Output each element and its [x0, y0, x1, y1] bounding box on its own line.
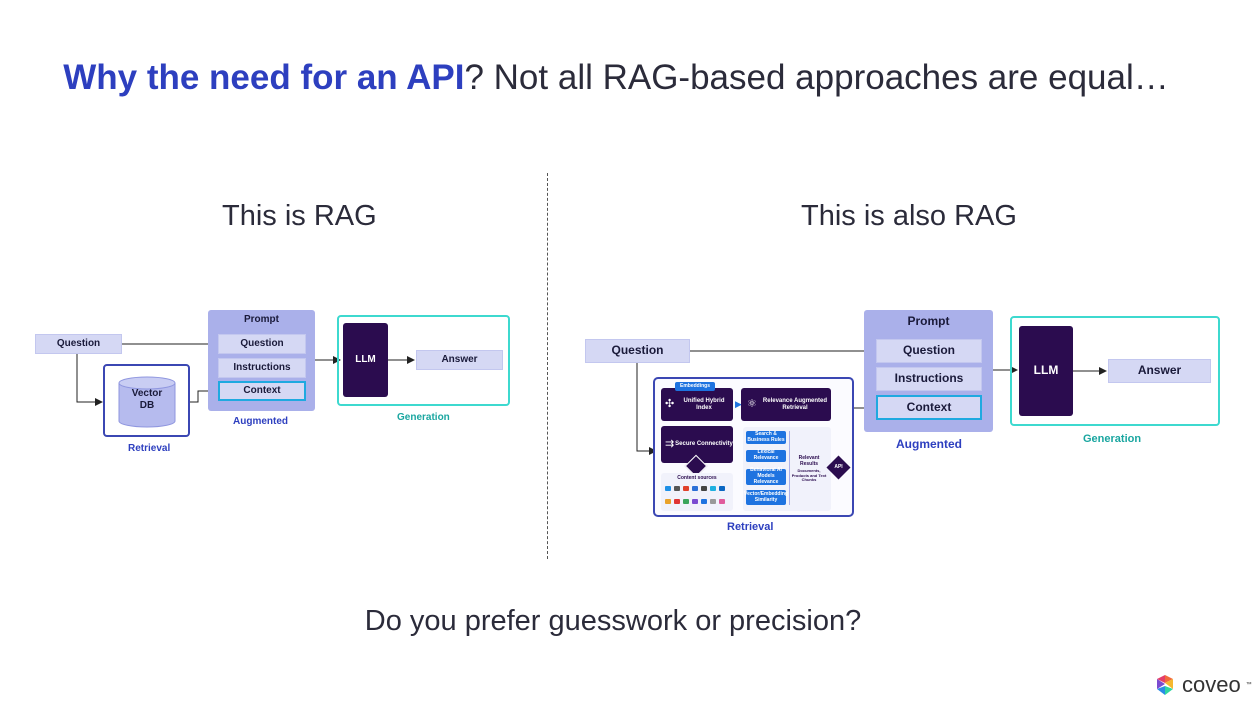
- left-prompt-question: Question: [218, 334, 306, 354]
- right-retrieval-panel: Unified Hybrid Index Embeddings ✣ ▶ Rele…: [653, 377, 854, 517]
- relevance-block: Relevance Augmented Retrieval: [741, 388, 831, 421]
- left-prompt-label: Prompt: [244, 314, 279, 325]
- source-icon: [719, 486, 725, 491]
- right-prompt-label: Prompt: [907, 314, 950, 328]
- source-icons-grid: [665, 486, 729, 508]
- source-icon: [674, 498, 680, 504]
- right-generation-label: Generation: [1083, 433, 1142, 445]
- page-title: Why the need for an API? Not all RAG-bas…: [0, 58, 1232, 98]
- secure-connectivity-label: Secure Connectivity: [675, 441, 733, 448]
- trademark: ™: [1245, 682, 1252, 688]
- right-llm-box: LLM: [1019, 326, 1073, 416]
- source-icon: [665, 498, 671, 504]
- right-retrieval-label: Retrieval: [727, 521, 774, 533]
- left-augmented-label: Augmented: [233, 416, 288, 427]
- embeddings-tag: Embeddings: [675, 382, 715, 391]
- unified-index-label: Unified Hybrid Index: [683, 397, 725, 411]
- coveo-logo-text: coveo: [1182, 672, 1241, 697]
- lexical-chip: Lexical Relevance: [746, 449, 786, 462]
- coveo-logo: coveo ™: [1153, 672, 1252, 698]
- network-icon: ✣: [665, 398, 675, 410]
- content-sources-label-wrap: Content sources: [661, 475, 733, 483]
- embeddings-label: Embeddings: [679, 382, 710, 389]
- search-rules-label: Search & Business Rules: [747, 430, 785, 443]
- title-rest: ? Not all RAG-based approaches are equal…: [464, 58, 1169, 97]
- bottom-question: Do you prefer guesswork or precision?: [364, 605, 862, 637]
- left-retrieval-label: Retrieval: [128, 443, 171, 454]
- source-icon: [683, 498, 689, 504]
- right-instructions: Instructions: [876, 367, 982, 391]
- results-divider: [789, 431, 790, 505]
- left-question-box: Question: [35, 334, 122, 354]
- relevant-results-label: Relevant Results: [798, 455, 820, 467]
- chevron-right-icon: ▶: [735, 399, 742, 409]
- relevant-results-text: Relevant Results: [792, 455, 826, 469]
- behavioral-label: Behavioral AI Models Relevance: [750, 467, 782, 485]
- source-icon: [701, 498, 707, 504]
- api-label: API: [834, 463, 843, 470]
- right-heading: This is also RAG: [801, 200, 1017, 232]
- vector-sim-label: Vector/Embedding Similarity: [744, 490, 788, 503]
- title-highlight: Why the need for an API: [63, 58, 465, 97]
- results-detail-label: Documents, Products and Text Chunks: [791, 468, 827, 483]
- source-icon: [701, 486, 707, 491]
- left-generation-label: Generation: [397, 412, 450, 423]
- vector-sim-chip: Vector/Embedding Similarity: [744, 490, 788, 505]
- source-icon: [665, 486, 671, 491]
- source-icon: [710, 498, 716, 504]
- left-answer-box: Answer: [416, 350, 503, 370]
- source-icon: [683, 486, 689, 491]
- behavioral-chip: Behavioral AI Models Relevance: [746, 467, 786, 485]
- search-rules-chip: Search & Business Rules: [746, 431, 786, 444]
- unified-index-block: Unified Hybrid Index: [661, 388, 733, 421]
- source-icon: [710, 486, 716, 491]
- right-generation-box: [1010, 316, 1220, 426]
- results-detail-text: Documents, Products and Text Chunks: [790, 468, 828, 483]
- right-question-box: Question: [585, 339, 690, 363]
- left-generation-box: [337, 315, 510, 406]
- content-sources-label: Content sources: [677, 475, 717, 482]
- lexical-label: Lexical Relevance: [753, 449, 779, 461]
- right-prompt-question: Question: [876, 339, 982, 363]
- left-llm-box: LLM: [343, 323, 388, 397]
- right-augmented-label: Augmented: [896, 437, 962, 451]
- connector-icon: ⇉: [665, 438, 675, 450]
- section-divider: [547, 173, 548, 559]
- source-icon: [692, 486, 698, 491]
- coveo-logo-icon: [1157, 675, 1173, 695]
- vector-db-label: Vector DB: [131, 388, 163, 411]
- api-label-wrap: API: [830, 461, 847, 474]
- source-icon: [674, 486, 680, 491]
- left-instructions: Instructions: [218, 358, 306, 378]
- left-retrieval-box: Vector DB: [103, 364, 190, 437]
- source-icon: [692, 498, 698, 504]
- left-heading: This is RAG: [222, 200, 377, 232]
- relevance-label: Relevance Augmented Retrieval: [762, 397, 828, 411]
- vector-db-cylinder-icon: [118, 376, 176, 428]
- source-icon: [719, 498, 725, 504]
- content-sources-block: Content sources: [661, 473, 733, 511]
- left-context: Context: [218, 381, 306, 401]
- atom-icon: ⚛: [747, 398, 757, 410]
- right-answer-box: Answer: [1108, 359, 1211, 383]
- right-context: Context: [876, 395, 982, 420]
